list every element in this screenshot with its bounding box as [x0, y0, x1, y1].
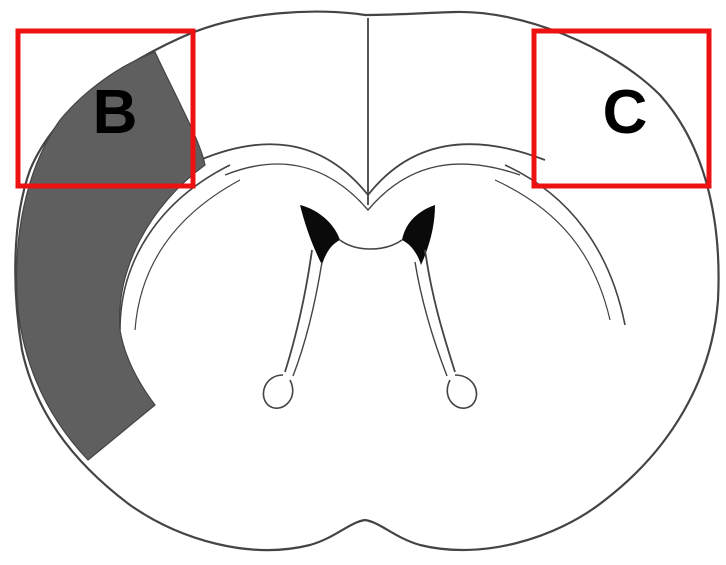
roi-label-b: B: [93, 78, 138, 147]
corpus-callosum: [200, 144, 545, 195]
right-loop: [447, 375, 476, 408]
left-tract: [285, 250, 312, 372]
right-external-capsule: [505, 165, 625, 325]
left-ventricle: [300, 205, 340, 265]
anterior-commissure: [340, 240, 402, 249]
roi-label-c: C: [603, 78, 648, 147]
right-external-capsule-inner: [495, 180, 610, 320]
corpus-callosum-inner: [225, 164, 520, 210]
right-ventricle: [402, 205, 435, 265]
right-tract: [425, 250, 455, 372]
right-tract-inner: [415, 262, 447, 376]
left-loop: [263, 375, 292, 408]
